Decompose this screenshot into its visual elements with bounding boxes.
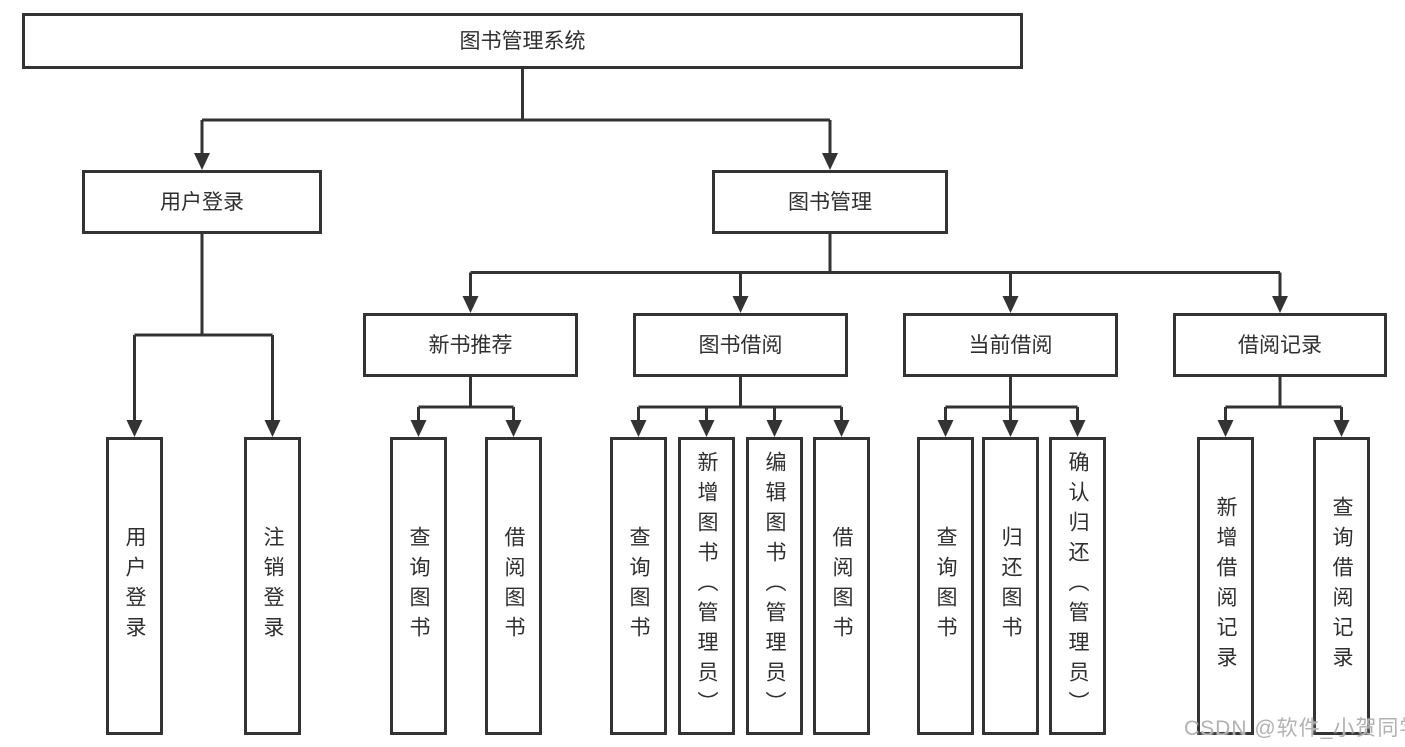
- node-leaf-borrow-books: 借阅图书: [813, 437, 870, 735]
- node-book-borrow: 图书借阅: [633, 313, 848, 377]
- node-leaf-edit-book-admin: 编辑图书（管理员）: [746, 437, 803, 735]
- node-leaf-query-borrow-record: 查询借阅记录: [1313, 437, 1370, 735]
- node-leaf-user-login: 用户登录: [106, 437, 163, 735]
- node-user-login: 用户登录: [82, 170, 322, 234]
- node-leaf-logout: 注销登录: [244, 437, 301, 735]
- node-leaf-add-borrow-record: 新增借阅记录: [1197, 437, 1254, 735]
- node-borrow-records: 借阅记录: [1173, 313, 1387, 377]
- node-leaf-query-books-current: 查询图书: [917, 437, 974, 735]
- node-leaf-borrow-books-recommend: 借阅图书: [485, 437, 542, 735]
- node-new-book-recommend: 新书推荐: [363, 313, 578, 377]
- node-root: 图书管理系统: [22, 13, 1023, 69]
- node-leaf-query-books-borrow: 查询图书: [610, 437, 667, 735]
- csdn-watermark: CSDN @软件_小贺同学: [1184, 717, 1405, 740]
- node-leaf-query-books-recommend: 查询图书: [390, 437, 447, 735]
- arrowheads: [126, 153, 1350, 437]
- node-leaf-confirm-return-admin: 确认归还（管理员）: [1049, 437, 1106, 735]
- node-book-management: 图书管理: [712, 170, 948, 234]
- node-leaf-add-book-admin: 新增图书（管理员）: [678, 437, 735, 735]
- node-current-borrow: 当前借阅: [903, 313, 1118, 377]
- node-leaf-return-books: 归还图书: [982, 437, 1039, 735]
